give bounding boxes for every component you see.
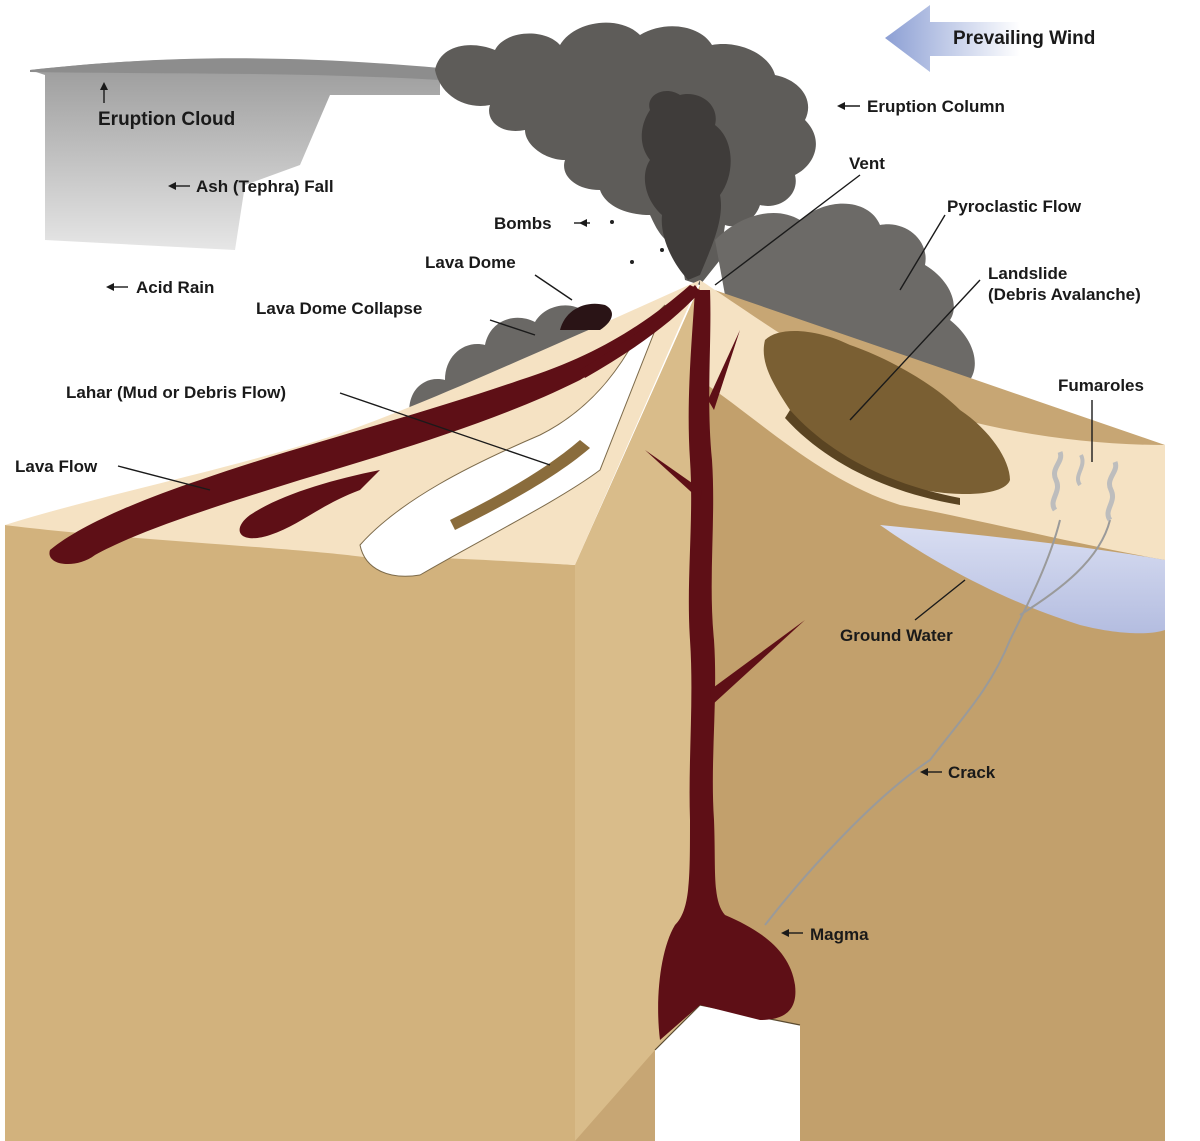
crack-line — [764, 519, 1061, 926]
lava-flow-branch — [239, 470, 380, 539]
label-lava-flow: Lava Flow — [15, 457, 98, 476]
prevailing-wind-arrow — [885, 5, 1020, 72]
label-eruption-column: Eruption Column — [867, 97, 1005, 116]
label-lava-dome-collapse: Lava Dome Collapse — [256, 299, 422, 318]
label-lahar: Lahar (Mud or Debris Flow) — [66, 383, 286, 402]
ground-front-face — [5, 525, 575, 1141]
eruption-column-shape — [435, 22, 816, 285]
lava-dome-shape — [560, 303, 612, 330]
landslide-edge — [785, 410, 960, 505]
lava-flow-upper — [580, 285, 700, 378]
label-landslide-sub: (Debris Avalanche) — [988, 285, 1141, 304]
fumarole-steam-3 — [1076, 454, 1085, 487]
pyroclastic-flow-shape — [715, 203, 1090, 452]
bomb-dot — [660, 248, 664, 252]
landslide-shape — [763, 330, 1010, 495]
magma-dike-2 — [710, 620, 805, 705]
label-bombs: Bombs — [494, 214, 552, 233]
crack-branch — [1019, 519, 1111, 616]
ground-notch — [655, 1005, 800, 1141]
pointer-arrows — [100, 82, 1093, 937]
eruption-cloud-shape — [30, 58, 440, 250]
label-landslide: Landslide — [988, 264, 1067, 283]
magma-dike-3 — [708, 330, 740, 410]
eruption-cloud-top — [30, 58, 440, 80]
bomb-dot — [610, 220, 614, 224]
label-prevailing-wind: Prevailing Wind — [953, 28, 1095, 49]
label-ground-water: Ground Water — [840, 626, 953, 645]
eruption-column-inner — [641, 90, 731, 280]
label-lava-dome: Lava Dome — [425, 253, 516, 272]
fumarole-steam-1 — [1050, 451, 1064, 512]
magma-conduit — [658, 290, 796, 1040]
lava-flow-main — [49, 285, 700, 565]
label-magma: Magma — [810, 925, 869, 944]
magma-dike-1 — [645, 450, 702, 500]
ground-cutaway-face — [575, 285, 700, 1141]
label-crack: Crack — [948, 763, 996, 782]
fumarole-steam-2 — [1105, 461, 1119, 522]
bomb-dot — [630, 260, 634, 264]
lahar-mudflow — [450, 440, 590, 530]
label-pyroclastic-flow: Pyroclastic Flow — [947, 197, 1082, 216]
label-vent: Vent — [849, 154, 885, 173]
label-fumaroles: Fumaroles — [1058, 376, 1144, 395]
label-acid-rain: Acid Rain — [136, 278, 214, 297]
label-eruption-cloud: Eruption Cloud — [98, 109, 235, 130]
label-ash-fall: Ash (Tephra) Fall — [196, 177, 334, 196]
